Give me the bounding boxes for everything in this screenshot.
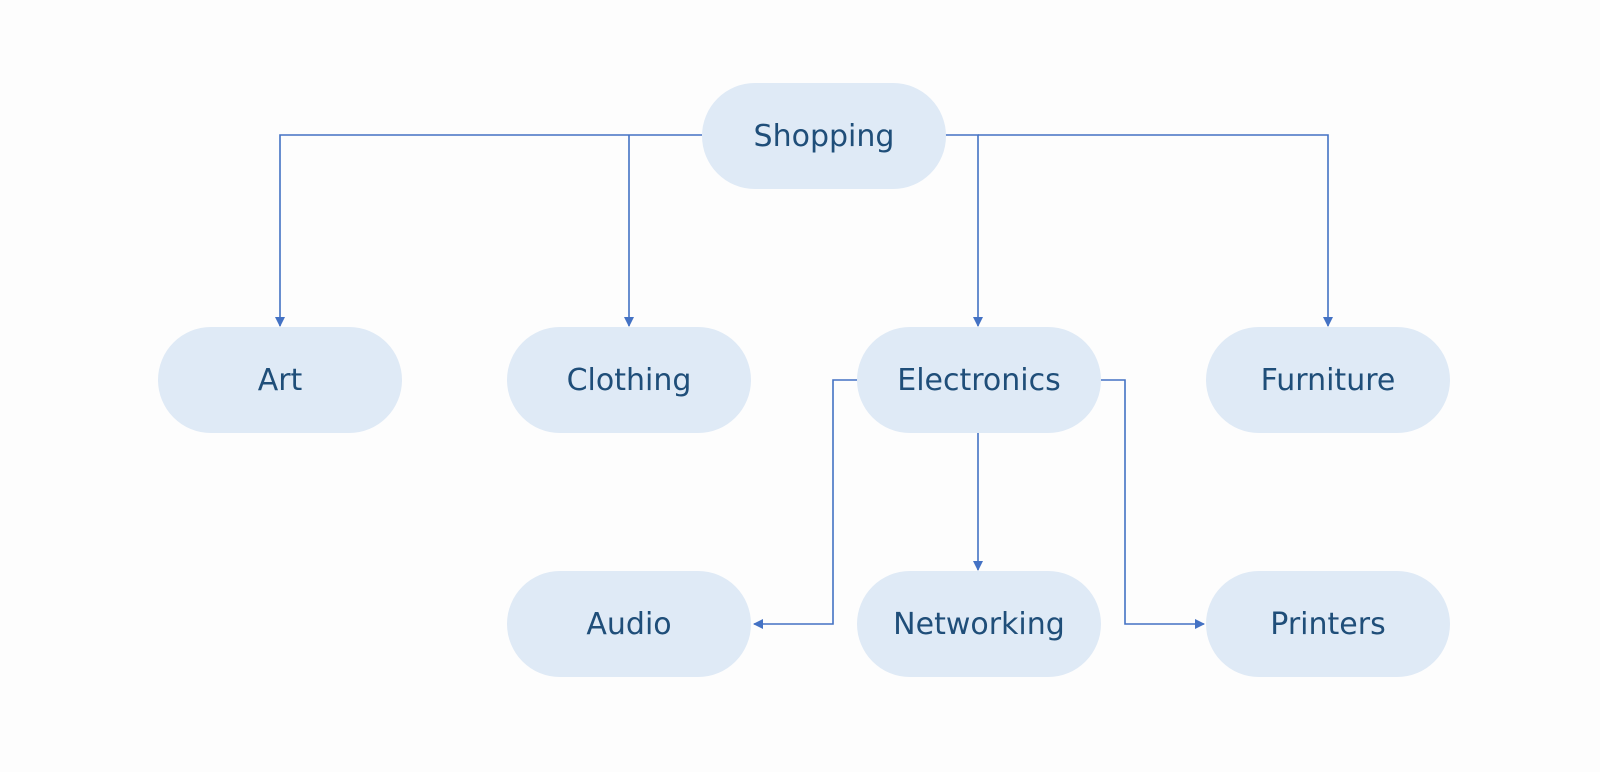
node-furniture: Furniture	[1206, 327, 1450, 433]
connector-shopping-electronics	[945, 134, 983, 327]
node-electronics: Electronics	[857, 327, 1101, 433]
node-label: Networking	[893, 606, 1065, 642]
node-printers: Printers	[1206, 571, 1450, 677]
node-networking: Networking	[857, 571, 1101, 677]
node-label: Shopping	[753, 118, 895, 154]
connector-electronics-audio	[753, 379, 858, 629]
node-label: Clothing	[566, 362, 692, 398]
node-label: Audio	[586, 606, 672, 642]
node-label: Art	[257, 362, 303, 398]
node-label: Printers	[1270, 606, 1386, 642]
node-audio: Audio	[507, 571, 751, 677]
connector-shopping-furniture	[978, 134, 1333, 327]
node-clothing: Clothing	[507, 327, 751, 433]
node-label: Furniture	[1260, 362, 1396, 398]
connector-electronics-printers	[1100, 379, 1205, 629]
node-shopping: Shopping	[702, 83, 946, 189]
node-label: Electronics	[897, 362, 1061, 398]
connector-shopping-art	[275, 134, 702, 327]
node-art: Art	[158, 327, 402, 433]
